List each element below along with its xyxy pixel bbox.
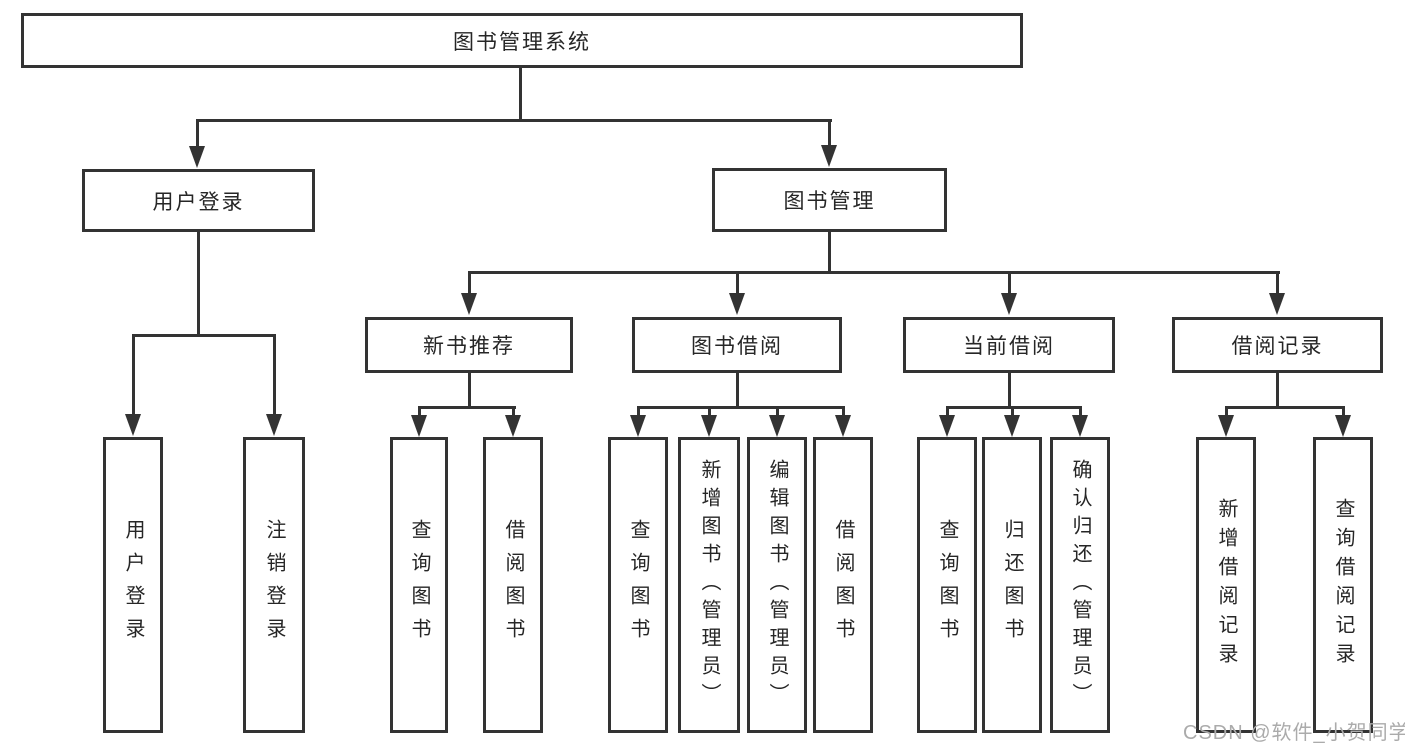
- connector-br-rail: [1225, 406, 1345, 409]
- connector-user-login-drop: [197, 232, 200, 336]
- arrow-down-icon: [1001, 293, 1017, 315]
- node-new-book-recommend: 新书推荐: [365, 317, 573, 373]
- connector-cb-confirm-stem: [1079, 406, 1082, 418]
- arrow-down-icon: [1335, 415, 1351, 437]
- connector-rec-rail: [418, 406, 516, 409]
- leaf-cb-return-books: 归还图书: [982, 437, 1042, 733]
- arrow-down-icon: [1072, 415, 1088, 437]
- node-root: 图书管理系统: [21, 13, 1023, 68]
- leaf-bb-borrow-books-label: 借阅图书: [832, 519, 854, 651]
- connector-user-login-rail: [132, 334, 276, 337]
- node-borrow-records-label: 借阅记录: [1231, 335, 1324, 358]
- node-user-login-label: 用户登录: [152, 190, 245, 214]
- connector-bb-edit-stem: [776, 406, 779, 418]
- arrow-down-icon: [411, 415, 427, 437]
- leaf-bb-edit-books: 编辑图书（管理员）: [747, 437, 807, 733]
- arrow-down-icon: [505, 415, 521, 437]
- leaf-br-add-record: 新增借阅记录: [1196, 437, 1256, 733]
- csdn-watermark: CSDN @软件_小贺同学: [1183, 722, 1405, 744]
- connector-root-drop: [519, 68, 522, 122]
- arrow-down-icon: [729, 293, 745, 315]
- arrow-down-icon: [1218, 415, 1234, 437]
- leaf-cb-confirm-return: 确认归还（管理员）: [1050, 437, 1110, 733]
- connector-bb-rail: [637, 406, 845, 409]
- connector-leaf-logout-stem: [273, 334, 276, 418]
- leaf-user-login: 用户登录: [103, 437, 163, 733]
- node-current-borrow: 当前借阅: [903, 317, 1115, 373]
- arrow-down-icon: [835, 415, 851, 437]
- leaf-cb-confirm-return-label: 确认归还（管理员）: [1069, 459, 1091, 711]
- leaf-cb-query-books-label: 查询图书: [936, 519, 958, 651]
- leaf-logout-label: 注销登录: [263, 519, 285, 651]
- arrow-down-icon: [125, 414, 141, 436]
- connector-br-add-stem: [1225, 406, 1228, 418]
- node-user-login: 用户登录: [82, 169, 315, 232]
- leaf-cb-query-books: 查询图书: [917, 437, 977, 733]
- leaf-bb-add-books: 新增图书（管理员）: [678, 437, 740, 733]
- leaf-bb-borrow-books: 借阅图书: [813, 437, 873, 733]
- leaf-rec-query-books: 查询图书: [390, 437, 448, 733]
- connector-leaf-user-login-stem: [132, 334, 135, 418]
- connector-rec-drop: [468, 373, 471, 409]
- leaf-user-login-label: 用户登录: [122, 519, 144, 651]
- node-current-borrow-label: 当前借阅: [963, 335, 1055, 358]
- arrow-down-icon: [189, 146, 205, 168]
- connector-br-drop: [1276, 373, 1279, 409]
- leaf-bb-edit-books-label: 编辑图书（管理员）: [766, 459, 788, 711]
- arrow-down-icon: [939, 415, 955, 437]
- leaf-br-query-record-label: 查询借阅记录: [1332, 498, 1354, 672]
- connector-cb-query-stem: [946, 406, 949, 418]
- arrow-down-icon: [701, 415, 717, 437]
- leaf-br-query-record: 查询借阅记录: [1313, 437, 1373, 733]
- connector-bb-add-stem: [708, 406, 711, 418]
- connector-bb-borrow-stem: [842, 406, 845, 418]
- arrow-down-icon: [1004, 415, 1020, 437]
- leaf-rec-query-books-label: 查询图书: [408, 519, 430, 651]
- arrow-down-icon: [266, 414, 282, 436]
- node-book-borrow-label: 图书借阅: [691, 335, 783, 358]
- node-new-book-recommend-label: 新书推荐: [423, 335, 515, 358]
- arrow-down-icon: [461, 293, 477, 315]
- connector-book-mgmt-drop: [828, 232, 831, 273]
- leaf-br-add-record-label: 新增借阅记录: [1215, 498, 1237, 672]
- node-root-label: 图书管理系统: [453, 30, 591, 54]
- connector-book-borrow-stem: [736, 271, 739, 295]
- connector-borrow-records-stem: [1276, 271, 1279, 295]
- arrow-down-icon: [630, 415, 646, 437]
- connector-rec-borrow-stem: [512, 406, 515, 418]
- leaf-rec-borrow-books-label: 借阅图书: [502, 519, 524, 651]
- connector-l2-rail: [196, 119, 832, 122]
- arrow-down-icon: [1269, 293, 1285, 315]
- connector-rec-query-stem: [418, 406, 421, 418]
- node-book-management: 图书管理: [712, 168, 947, 232]
- connector-bb-drop: [736, 373, 739, 409]
- node-borrow-records: 借阅记录: [1172, 317, 1383, 373]
- connector-br-query-stem: [1342, 406, 1345, 418]
- connector-current-borrow-stem: [1008, 271, 1011, 295]
- connector-l3-rail: [468, 271, 1280, 274]
- connector-user-login-stem: [196, 119, 199, 151]
- connector-cb-return-stem: [1011, 406, 1014, 418]
- leaf-logout: 注销登录: [243, 437, 305, 733]
- connector-cb-rail: [946, 406, 1082, 409]
- node-book-management-label: 图书管理: [783, 190, 876, 213]
- connector-new-book-rec-stem: [468, 271, 471, 295]
- leaf-bb-query-books: 查询图书: [608, 437, 668, 733]
- leaf-bb-add-books-label: 新增图书（管理员）: [698, 459, 720, 711]
- node-book-borrow: 图书借阅: [632, 317, 842, 373]
- arrow-down-icon: [821, 145, 837, 167]
- leaf-rec-borrow-books: 借阅图书: [483, 437, 543, 733]
- connector-book-mgmt-stem: [828, 119, 831, 151]
- connector-bb-query-stem: [637, 406, 640, 418]
- arrow-down-icon: [769, 415, 785, 437]
- leaf-bb-query-books-label: 查询图书: [627, 519, 649, 651]
- leaf-cb-return-books-label: 归还图书: [1001, 519, 1023, 651]
- connector-cb-drop: [1008, 373, 1011, 409]
